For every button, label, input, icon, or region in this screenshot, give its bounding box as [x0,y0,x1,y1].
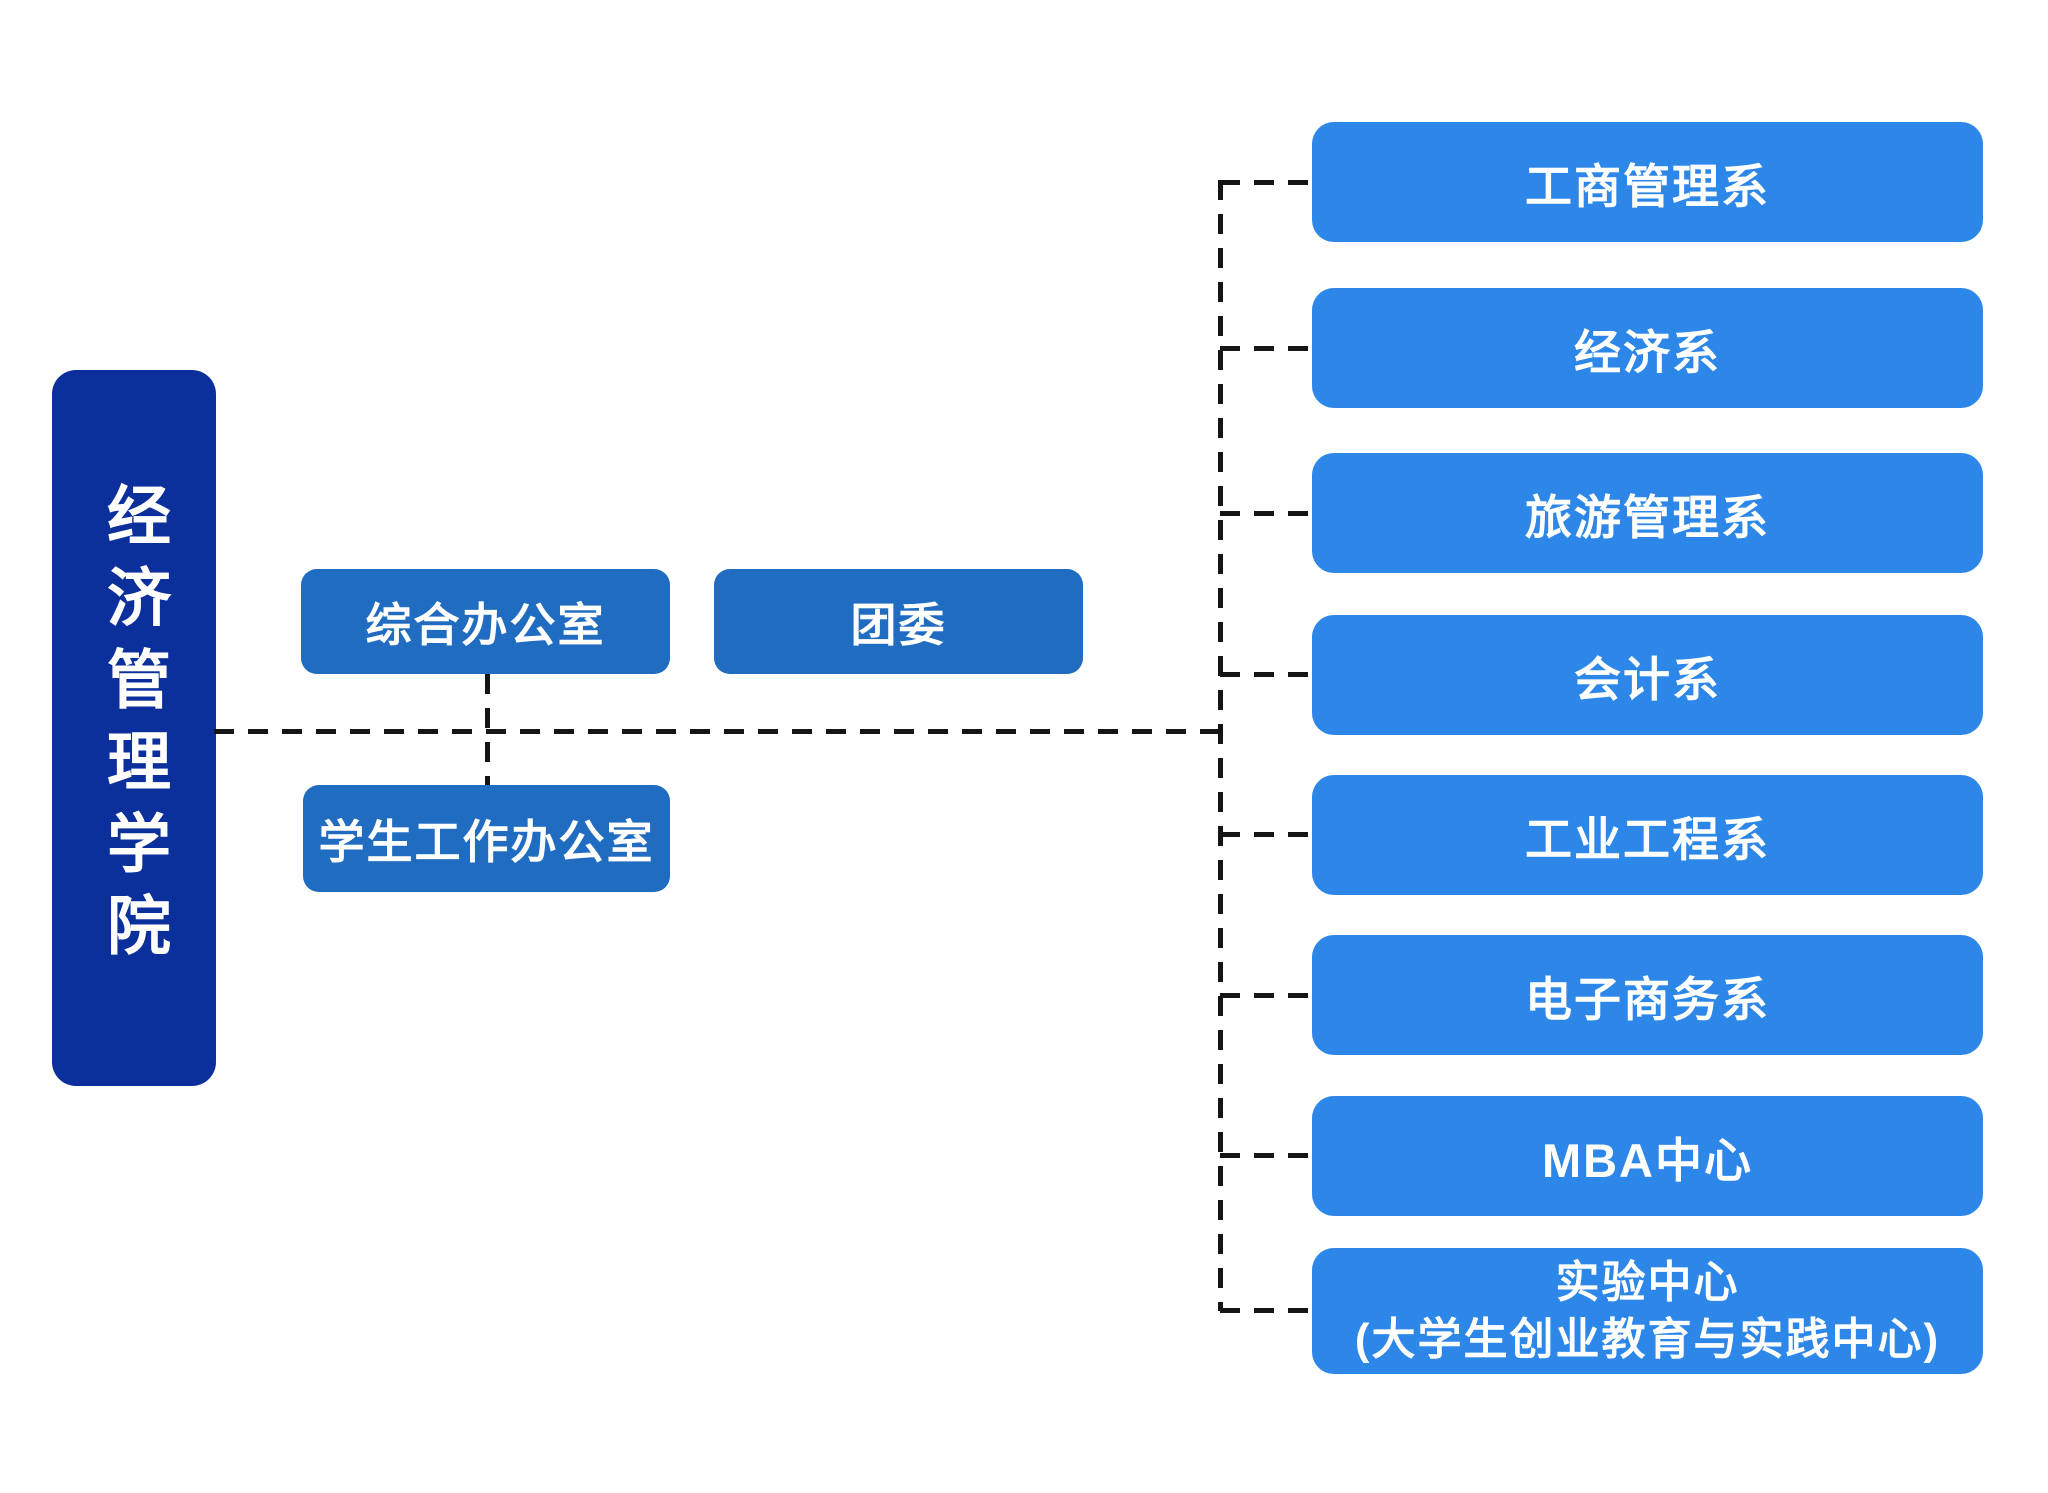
node-dept-business-admin: 工商管理系 [1312,122,1983,242]
node-dept-economics-label: 经济系 [1574,325,1721,379]
root-node-label: 经济管理学院 [98,482,170,974]
node-mba-center-label: MBA中心 [1541,1133,1754,1187]
node-general-office: 综合办公室 [301,569,670,674]
connector-stub-dept-1 [1220,180,1314,185]
node-dept-industrial-engineering-label: 工业工程系 [1525,812,1770,866]
node-dept-accounting: 会计系 [1312,615,1983,735]
connector-root-to-departments [214,729,1222,734]
connector-stub-dept-3 [1220,511,1314,516]
node-dept-industrial-engineering: 工业工程系 [1312,775,1983,895]
node-youth-league: 团委 [714,569,1083,674]
node-general-office-label: 综合办公室 [365,598,606,651]
node-dept-business-admin-label: 工商管理系 [1525,159,1770,213]
node-dept-tourism-label: 旅游管理系 [1525,490,1770,544]
node-youth-league-label: 团委 [850,598,947,651]
connector-stub-dept-2 [1220,346,1314,351]
node-experiment-center-label: 实验中心 [1555,1257,1740,1307]
root-node-college: 经济管理学院 [52,370,216,1086]
node-student-affairs-office-label: 学生工作办公室 [318,815,655,868]
node-experiment-center: 实验中心 (大学生创业教育与实践中心) [1312,1248,1983,1374]
connector-stub-dept-6 [1220,993,1314,998]
node-dept-economics: 经济系 [1312,288,1983,408]
node-student-affairs-office: 学生工作办公室 [303,785,670,892]
node-dept-accounting-label: 会计系 [1574,652,1721,706]
node-dept-tourism: 旅游管理系 [1312,453,1983,573]
node-dept-ecommerce: 电子商务系 [1312,935,1983,1055]
node-dept-ecommerce-label: 电子商务系 [1525,972,1770,1026]
connector-stub-dept-5 [1220,832,1314,837]
connector-stub-dept-8 [1220,1308,1314,1313]
connector-departments-spine [1218,180,1223,1311]
connector-stub-dept-7 [1220,1153,1314,1158]
node-experiment-center-sublabel: (大学生创业教育与实践中心) [1354,1315,1941,1364]
connector-stub-dept-4 [1220,672,1314,677]
node-mba-center: MBA中心 [1312,1096,1983,1216]
connector-office-to-student-office [485,674,490,786]
